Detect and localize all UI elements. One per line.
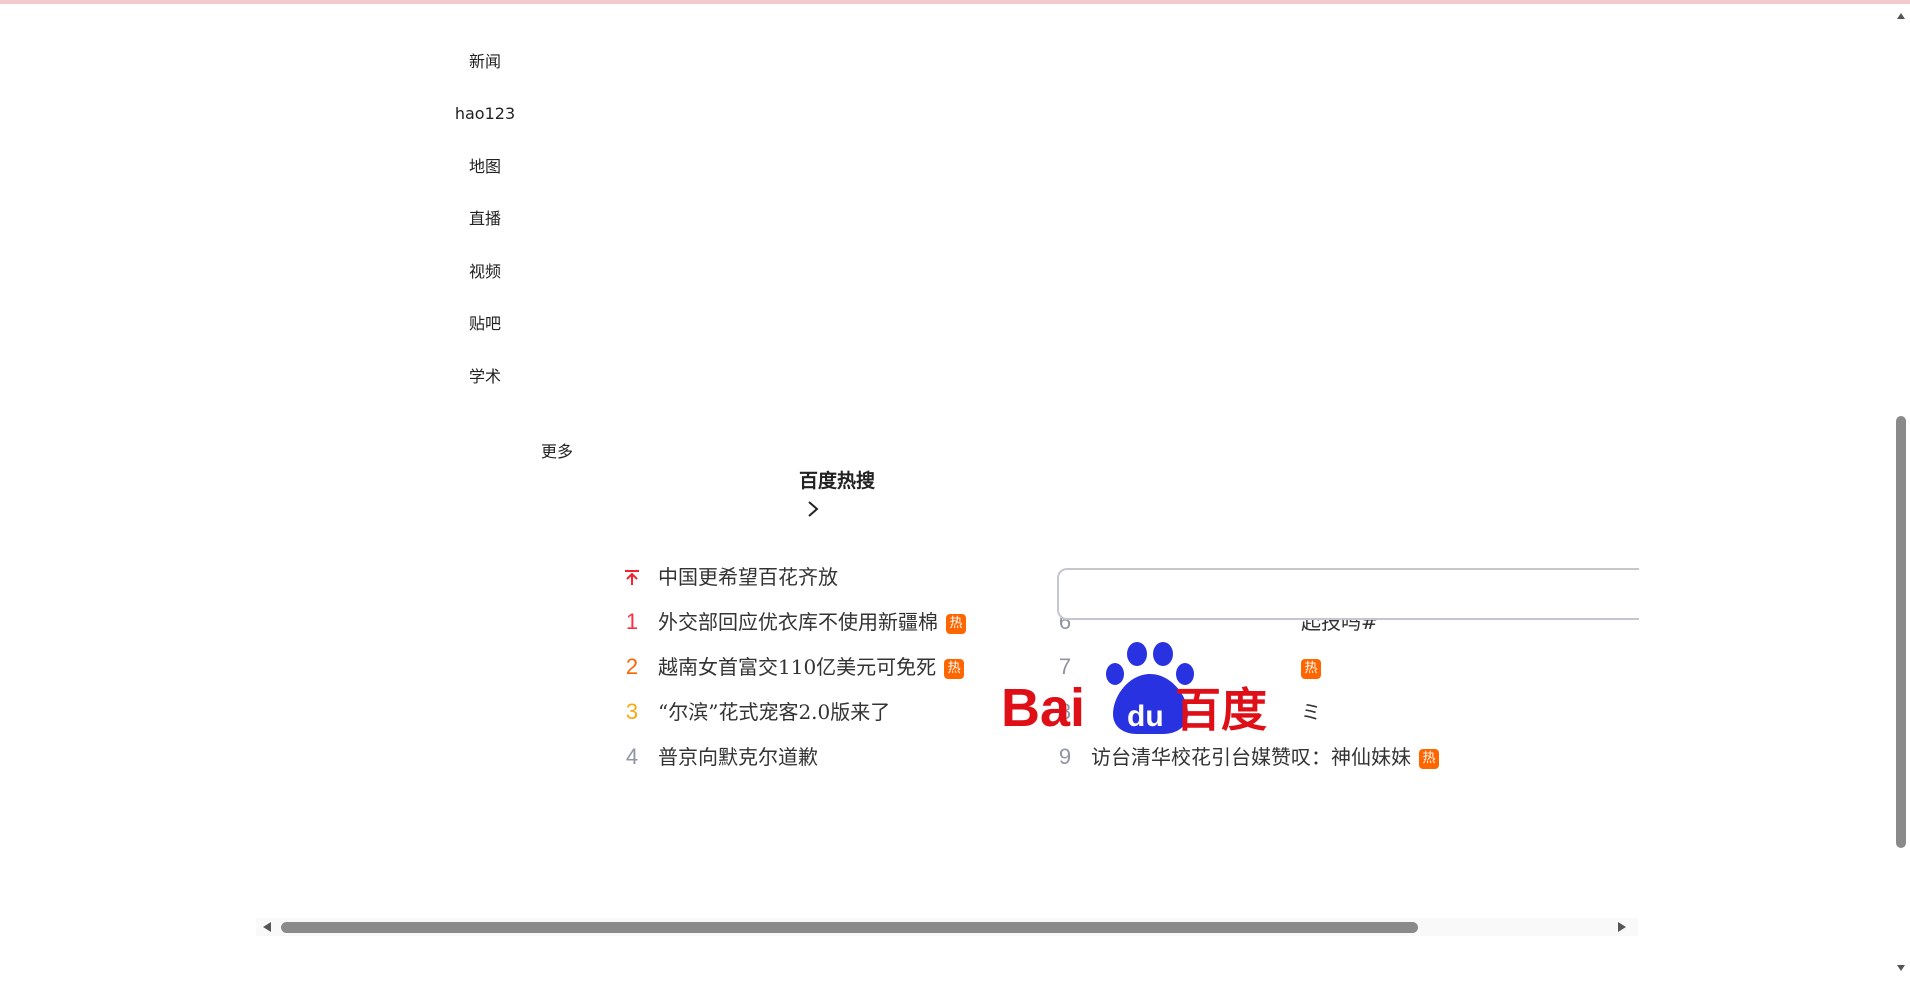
- hot-search-rank: 8: [1058, 699, 1072, 724]
- nav-link-hao123[interactable]: hao123: [454, 104, 516, 123]
- window-top-accent-bar: [0, 0, 1910, 4]
- hot-search-rank: 7: [1058, 654, 1072, 679]
- logo-text-bai: Bai: [1001, 678, 1085, 734]
- hot-search-item-text[interactable]: 外交部回应优衣库不使用新疆棉热: [658, 607, 966, 637]
- hot-search-item-text[interactable]: 越南女首富交110亿美元可免死热: [658, 652, 965, 682]
- hot-search-item-text[interactable]: 访台清华校花引台媒赞叹：神仙妹妹热: [1091, 742, 1439, 772]
- hot-search-item-7[interactable]: 7 热: [1057, 652, 1557, 682]
- hot-search-item-8[interactable]: 8 ミ: [1057, 697, 1557, 727]
- hot-search-rank: 4: [625, 744, 639, 769]
- hot-search-rank: 9: [1058, 744, 1072, 769]
- hot-search-item-label[interactable]: 访台清华校花引台媒赞叹：神仙妹妹: [1091, 745, 1411, 769]
- hot-search-item-text[interactable]: “尔滨”花式宠客2.0版来了: [658, 700, 891, 724]
- hot-search-item-label[interactable]: 外交部回应优衣库不使用新疆棉: [658, 610, 938, 634]
- hot-badge: 热: [1419, 748, 1439, 769]
- hot-search-item-2[interactable]: 2 越南女首富交110亿美元可免死热: [624, 652, 1044, 682]
- hot-search-rank: 3: [625, 699, 639, 724]
- search-input[interactable]: [1059, 570, 1639, 618]
- hot-search-item-pinned[interactable]: 中国更希望百花齐放: [624, 562, 1044, 592]
- hot-search-item-9[interactable]: 9 访台清华校花引台媒赞叹：神仙妹妹热: [1057, 742, 1557, 772]
- hot-search-item-4[interactable]: 4 普京向默克尔道歉: [624, 742, 1044, 772]
- nav-link-live[interactable]: 直播: [468, 209, 501, 228]
- hot-search-rank: 2: [625, 654, 639, 679]
- hot-search-item-text[interactable]: ミ: [1301, 700, 1321, 724]
- hot-search-title[interactable]: 百度热搜: [799, 470, 876, 492]
- hot-badge: 热: [946, 613, 966, 634]
- baidu-logo: Bai du 百度: [1001, 642, 1267, 734]
- hot-search-item-1[interactable]: 1 外交部回应优衣库不使用新疆棉热: [624, 607, 1044, 637]
- chevron-right-icon[interactable]: [806, 498, 820, 520]
- hot-badge: 热: [944, 658, 965, 679]
- nav-link-video[interactable]: 视频: [468, 262, 501, 281]
- hot-search-item-text[interactable]: 热: [1293, 652, 1321, 682]
- nav-link-tieba[interactable]: 贴吧: [468, 314, 501, 333]
- search-box[interactable]: [1057, 568, 1639, 620]
- pin-top-icon: [625, 570, 639, 585]
- nav-link-map[interactable]: 地图: [468, 157, 501, 176]
- more-link[interactable]: 更多: [541, 442, 574, 461]
- scroll-up-arrow-icon[interactable]: [1896, 12, 1906, 20]
- hot-search-item-text[interactable]: 中国更希望百花齐放: [658, 565, 838, 589]
- horizontal-scrollbar-thumb[interactable]: [281, 922, 1418, 933]
- logo-text-cn: 百度: [1175, 683, 1267, 734]
- hot-search-item-label[interactable]: 越南女首富交110亿美元可免死: [658, 655, 937, 679]
- vertical-scrollbar-thumb[interactable]: [1896, 416, 1906, 848]
- hot-search-item-text[interactable]: 普京向默克尔道歉: [658, 745, 818, 769]
- logo-text-du: du: [1127, 700, 1164, 733]
- scroll-left-arrow-icon[interactable]: [262, 921, 272, 933]
- paw-icon: [1106, 642, 1194, 734]
- hot-badge: 热: [1301, 658, 1321, 679]
- scroll-down-arrow-icon[interactable]: [1896, 964, 1906, 972]
- hot-search-rank: 1: [625, 609, 639, 634]
- nav-link-xueshu[interactable]: 学术: [468, 367, 501, 386]
- nav-link-news[interactable]: 新闻: [468, 52, 501, 71]
- scroll-right-arrow-icon[interactable]: [1617, 921, 1627, 933]
- hot-search-item-3[interactable]: 3 “尔滨”花式宠客2.0版来了: [624, 697, 1044, 727]
